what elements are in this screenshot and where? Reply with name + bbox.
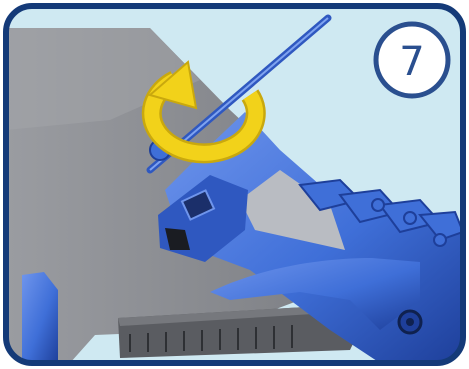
step-number-badge: 7 (376, 24, 448, 96)
step-number: 7 (399, 39, 424, 85)
blue-side-tab (22, 272, 58, 363)
